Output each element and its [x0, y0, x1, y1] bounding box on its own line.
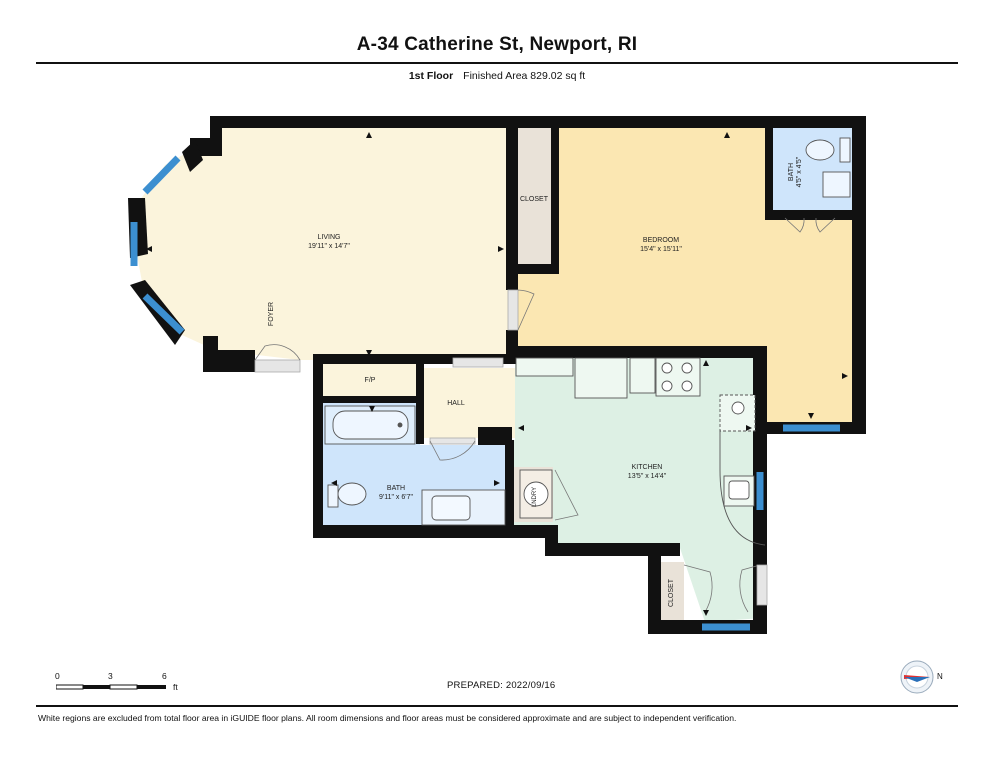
prepared-date: PREPARED: 2022/09/16 [447, 680, 556, 691]
dimension-markers [146, 132, 848, 616]
finished-area: Finished Area 829.02 sq ft [463, 70, 586, 82]
bedroom-label: BEDROOM [643, 237, 679, 244]
laundry-label: LNDRY [532, 487, 538, 507]
living-dims: 19'11" x 14'7" [308, 243, 350, 250]
living-label: LIVING [318, 234, 341, 241]
small-bath-label: BATH [788, 163, 795, 181]
fireplace-label: F/P [365, 377, 376, 384]
walls [128, 116, 866, 634]
kitchen-closet-label: CLOSET [668, 578, 675, 607]
small-bath-dims: 4'5" x 4'5" [796, 156, 803, 187]
floor-summary: 1st Floor Finished Area 829.02 sq ft [0, 70, 994, 82]
kitchen-closet [658, 562, 684, 624]
compass-icon [900, 660, 934, 694]
scale-label-6: 6 [162, 671, 167, 681]
bedroom-dims: 15'4" x 15'11" [640, 246, 682, 253]
compass-north-label: N [937, 672, 943, 681]
scale-unit: ft [173, 682, 178, 692]
fireplace [322, 362, 416, 396]
floor-name: 1st Floor [408, 70, 454, 82]
fixtures [324, 137, 851, 546]
scale-bar-graphic [56, 684, 166, 690]
door-swings [254, 217, 836, 613]
bedroom-closet-label: CLOSET [520, 196, 549, 203]
main-bath-label: BATH [387, 485, 405, 492]
kitchen-dims: 13'5" x 14'4" [628, 473, 667, 480]
compass: N [898, 660, 948, 696]
main-bath-dims: 9'11" x 6'7" [379, 494, 413, 501]
foyer-label: FOYER [268, 302, 275, 326]
kitchen-label: KITCHEN [632, 464, 663, 471]
scale-label-0: 0 [55, 671, 60, 681]
scale-bar: 0 3 6 ft [55, 671, 195, 695]
kitchen [512, 356, 763, 622]
hall-label: HALL [447, 400, 465, 407]
hall [423, 368, 515, 438]
disclaimer-text: White regions are excluded from total fl… [38, 713, 737, 723]
scale-label-3: 3 [108, 671, 113, 681]
header-divider [36, 62, 958, 64]
plan-title: A-34 Catherine St, Newport, RI [356, 34, 638, 55]
windows [130, 155, 840, 631]
bedroom-closet [514, 128, 556, 268]
living-room [137, 128, 510, 360]
footer-divider [36, 705, 958, 707]
